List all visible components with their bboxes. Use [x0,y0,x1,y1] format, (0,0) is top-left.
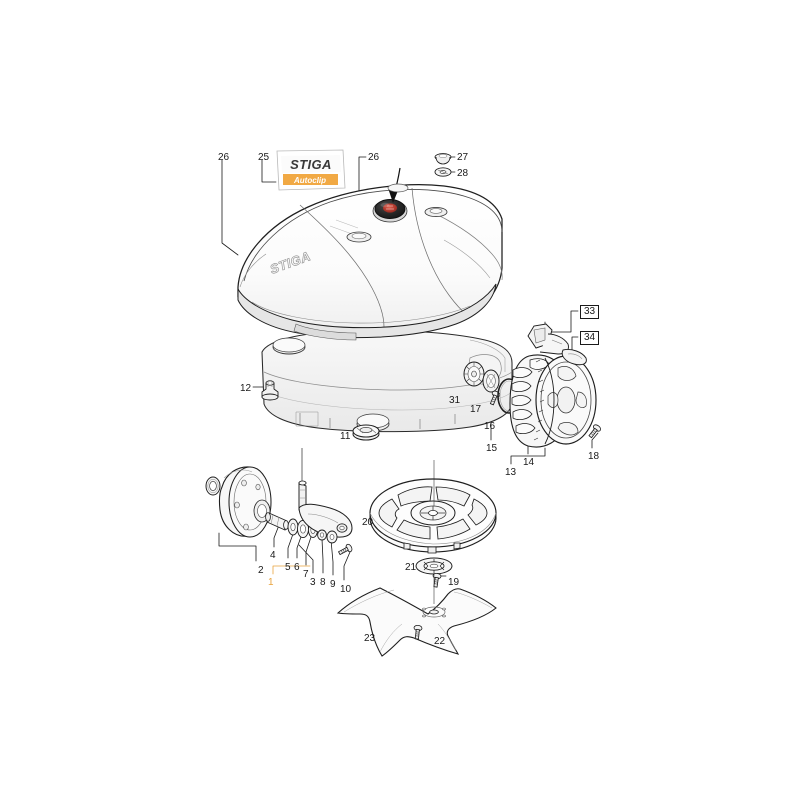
cover-trim-34 [561,349,587,366]
leader-line-10 [343,551,351,581]
axle-pin [265,512,289,531]
callout-21: 21 [405,562,417,573]
leader-line-9 [330,539,334,576]
bearing-4-left [205,476,221,496]
mower-body-shell: STIGA [237,184,503,341]
shell-fastener-holes [346,183,448,243]
leader-line-5 [287,533,294,559]
chassis-plug-11 [352,424,380,441]
leader-line-3 [298,544,314,574]
callout-11: 11 [340,431,351,442]
leader-line-25 [261,159,277,183]
callout-4: 4 [270,550,276,561]
leader-line-8 [321,538,324,574]
mounting-bracket-33 [527,323,569,355]
callout-5: 5 [285,562,291,573]
autoclip-sticker: STIGA Autoclip [276,149,346,191]
callout-20: 20 [362,517,374,528]
gear-cover-cap-17 [482,369,500,393]
callout-27: 27 [457,152,469,163]
svg-text:Autoclip: Autoclip [293,176,326,185]
front-wheel-hub-2 [218,466,272,538]
callout-8: 8 [320,577,326,588]
washer-28 [434,167,452,177]
callout-22: 22 [434,636,446,647]
callout-15: 15 [486,443,498,454]
callout-13: 13 [505,467,517,478]
callout-25: 25 [258,152,270,163]
drive-gear-31 [463,361,485,387]
callout-31: 31 [449,395,461,406]
chassis-plug-small-12 [261,380,279,401]
svg-text:STIGA: STIGA [290,157,332,172]
caster-fork-3 [298,448,353,538]
callout-7: 7 [303,569,309,580]
callout-18: 18 [588,451,600,462]
fastener-set-8-9-10 [317,529,354,558]
leader-line-6 [296,533,303,559]
callout-33: 33 [580,305,600,319]
leader-line-1 [272,565,311,575]
callout-14: 14 [523,457,535,468]
leader-line-2 [218,532,257,562]
callout-1: 1 [268,577,274,588]
stop-button[interactable] [372,199,408,223]
callout-28: 28 [457,168,469,179]
callout-16: 16 [484,421,496,432]
front-caster-assembly-1 [205,448,354,558]
callout-6: 6 [294,562,300,573]
callout-10: 10 [340,584,352,595]
callout-3: 3 [310,577,316,588]
leader-line-18 [591,432,599,449]
callout-26: 26 [218,152,230,163]
leader-line-7 [305,533,313,566]
disc-screw-19 [431,572,442,588]
callout-12: 12 [240,383,252,394]
callout-17: 17 [470,404,482,415]
callout-9: 9 [330,579,336,590]
callout-34: 34 [580,331,600,345]
cap-screw-cover-27 [434,153,452,165]
callout-2: 2 [258,565,264,576]
leader-line-26 [221,159,239,256]
chassis-base [261,329,513,433]
callout-26b: 26 [368,152,380,163]
blade-disc-20 [369,478,497,554]
callout-23: 23 [364,633,376,644]
cutting-blade-23 [336,587,497,657]
star-washer-21 [415,557,453,575]
callout-19: 19 [448,577,460,588]
leader-line-13 [510,447,546,465]
drive-wheel-assembly-13 [509,354,597,448]
